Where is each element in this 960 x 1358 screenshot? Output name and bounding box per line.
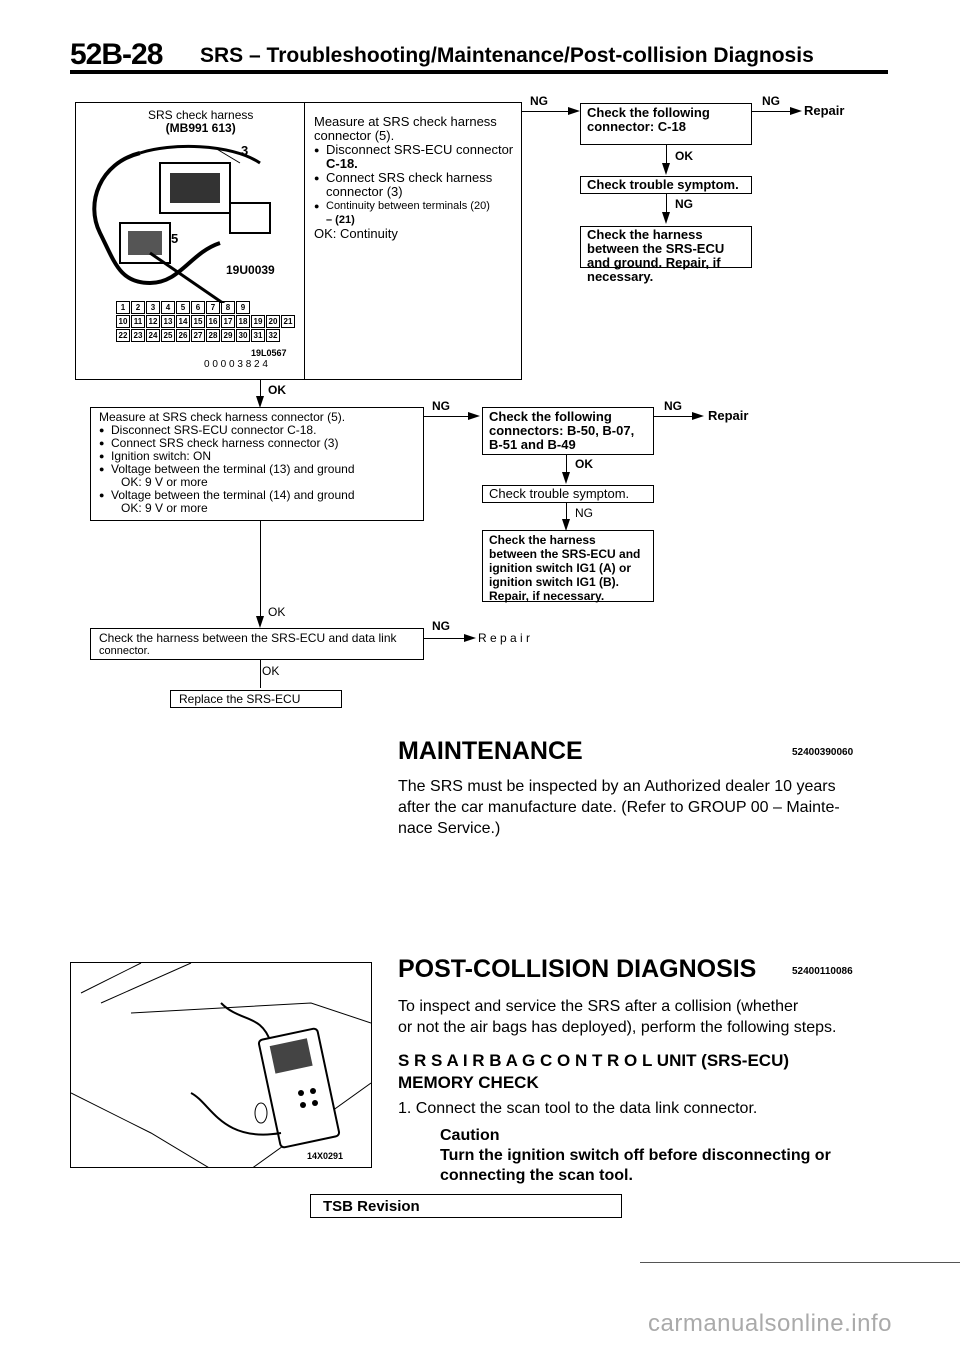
step1-ng2-label: NG — [762, 94, 780, 108]
figure-code-1: 19U0039 — [226, 263, 275, 277]
connector-pin: 5 — [176, 301, 190, 314]
connector-pin: 21 — [281, 315, 295, 328]
scan-tool-figure: 14X0291 — [70, 962, 372, 1168]
connector-pin: 22 — [116, 329, 130, 342]
step1-check-connector: Check the following connector: C-18 — [580, 103, 752, 145]
connector-pin: 12 — [146, 315, 160, 328]
callout-5: 5 — [171, 231, 179, 246]
ok-a-label: OK — [268, 383, 286, 397]
step1-trouble-symptom: Check trouble symptom. — [580, 176, 752, 194]
connector-pin: 13 — [161, 315, 175, 328]
connector-pin: 20 — [266, 315, 280, 328]
step2-trouble-symptom: Check trouble symptom. — [482, 485, 654, 503]
figure-code-3: 0 0 0 0 3 8 2 4 — [204, 359, 268, 370]
connector-pin: 7 — [206, 301, 220, 314]
step1-harness-check: Check the harness between the SRS-ECU an… — [580, 226, 752, 284]
step2-ok-label: OK — [575, 457, 593, 471]
post-collision-intro: To inspect and service the SRS after a c… — [398, 998, 837, 1036]
connector-pin: 19 — [251, 315, 265, 328]
connector-pin: 10 — [116, 315, 130, 328]
connector-pin: 24 — [146, 329, 160, 342]
connector-pin: 9 — [236, 301, 250, 314]
step2-ng2-label: NG — [664, 399, 682, 413]
step3-ng-label: NG — [432, 619, 450, 633]
maintenance-code: 52400390060 — [792, 747, 854, 758]
connector-pin: 31 — [251, 329, 265, 342]
connector-pin: 29 — [221, 329, 235, 342]
connector-pin: 14 — [176, 315, 190, 328]
connector-pin: 8 — [221, 301, 235, 314]
step1-ng-label: NG — [530, 94, 548, 108]
ok-b-label: OK — [268, 605, 286, 619]
step1-repair: Repair — [804, 103, 845, 118]
caution-block: Caution Turn the ignition switch off bef… — [440, 1127, 831, 1184]
connector-pin: 25 — [161, 329, 175, 342]
connector-pin: 30 — [236, 329, 250, 342]
maintenance-text: The SRS must be inspected by an Authoriz… — [398, 778, 840, 837]
connector-pin: 17 — [221, 315, 235, 328]
connector-pin: 28 — [206, 329, 220, 342]
connector-pin: 1 — [116, 301, 130, 314]
connector-pin: 11 — [131, 315, 145, 328]
step1-box: SRS check harness (MB991 613) 3 5 19U003… — [75, 102, 522, 380]
connector-pin: 26 — [176, 329, 190, 342]
step2-box: Measure at SRS check harness connector (… — [90, 407, 424, 521]
memory-check-heading: S R S A I R B A G C O N T R O L UNIT (SR… — [398, 1051, 790, 1092]
step3-box: Check the harness between the SRS-ECU an… — [90, 628, 424, 660]
connector-pin: 3 — [146, 301, 160, 314]
post-collision-code: 52400110086 — [792, 966, 853, 977]
step1-ng3-label: NG — [675, 197, 693, 211]
page-title: SRS – Troubleshooting/Maintenance/Post-c… — [200, 44, 814, 67]
connector-pin: 16 — [206, 315, 220, 328]
connector-pin: 18 — [236, 315, 250, 328]
harness-figure-label: SRS check harness (MB991 613) — [148, 108, 254, 135]
replace-ecu-box: Replace the SRS-ECU — [170, 690, 342, 708]
connector-pin: 6 — [191, 301, 205, 314]
connector-pin: 15 — [191, 315, 205, 328]
step2-ng3-label: NG — [575, 506, 593, 520]
step-1-text: 1. Connect the scan tool to the data lin… — [398, 1100, 758, 1117]
step2-repair: Repair — [708, 408, 749, 423]
watermark: carmanualsonline.info — [648, 1310, 892, 1337]
header-rule — [70, 70, 888, 74]
connector-pin: 32 — [266, 329, 280, 342]
connector-pin: 2 — [131, 301, 145, 314]
step1-ok-label: OK — [675, 149, 693, 163]
ok-c-label: OK — [262, 664, 280, 678]
page-number: 52B-28 — [70, 38, 163, 71]
step2-harness-check: Check the harness between the SRS-ECU an… — [482, 530, 654, 603]
connector-pin: 23 — [131, 329, 145, 342]
connector-pin: 4 — [161, 301, 175, 314]
callout-3: 3 — [241, 143, 249, 158]
maintenance-heading: MAINTENANCE — [398, 737, 583, 765]
connector-pin: 27 — [191, 329, 205, 342]
harness-figure — [92, 144, 271, 303]
tsb-revision-box: TSB Revision — [310, 1194, 622, 1218]
step2-check-connectors: Check the following connectors: B-50, B-… — [482, 407, 654, 455]
figure-code-2: 19L0567 — [251, 348, 287, 358]
step1-instructions: Measure at SRS check harness connector (… — [314, 115, 516, 241]
step2-ng-label: NG — [432, 399, 450, 413]
post-collision-heading: POST-COLLISION DIAGNOSIS — [398, 955, 757, 983]
figure-code-scan: 14X0291 — [307, 1151, 344, 1161]
step3-repair: R e p a i r — [478, 631, 531, 645]
